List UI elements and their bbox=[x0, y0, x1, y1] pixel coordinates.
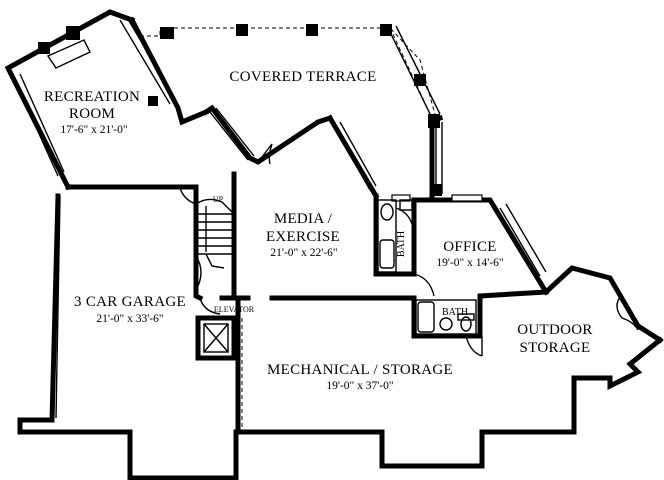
elevator-label: ELEVATOR bbox=[214, 305, 255, 314]
media-room-name-1: MEDIA / bbox=[274, 211, 333, 227]
room-labels: RECREATION ROOM 17'-6" x 21'-0" COVERED … bbox=[44, 69, 593, 392]
garage-size: 21'-0" x 33'-6" bbox=[96, 313, 163, 325]
mechanical-name: MECHANICAL / STORAGE bbox=[267, 362, 453, 378]
media-room-size: 21'-0" x 22'-6" bbox=[270, 247, 337, 259]
recreation-columns bbox=[38, 26, 158, 106]
covered-terrace-name: COVERED TERRACE bbox=[229, 69, 376, 85]
recreation-room-size: 17'-6" x 21'-0" bbox=[60, 124, 127, 136]
mechanical-size: 19'-0" x 37'-0" bbox=[326, 380, 393, 392]
office-size: 19'-0" x 14'-6" bbox=[436, 257, 503, 269]
media-room-name-2: EXERCISE bbox=[266, 229, 340, 245]
recreation-room-name-2: ROOM bbox=[69, 106, 115, 122]
elevator bbox=[203, 323, 229, 353]
office-name: OFFICE bbox=[443, 239, 496, 255]
stair bbox=[195, 198, 235, 291]
bath-upper bbox=[377, 199, 413, 273]
doors bbox=[179, 143, 639, 357]
walls bbox=[4, 9, 664, 480]
recreation-room-name-1: RECREATION bbox=[44, 89, 140, 105]
bath-lower-label: BATH bbox=[442, 307, 468, 318]
windows bbox=[13, 15, 547, 419]
outdoor-storage-name-2: STORAGE bbox=[520, 340, 591, 356]
outdoor-storage-name-1: OUTDOOR bbox=[517, 322, 592, 338]
terrace-outline bbox=[139, 24, 443, 196]
bath-lower bbox=[415, 299, 477, 335]
garage-name: 3 CAR GARAGE bbox=[74, 294, 186, 310]
stair-up-label: UP bbox=[213, 195, 224, 204]
bath-upper-label: BATH bbox=[396, 231, 407, 257]
